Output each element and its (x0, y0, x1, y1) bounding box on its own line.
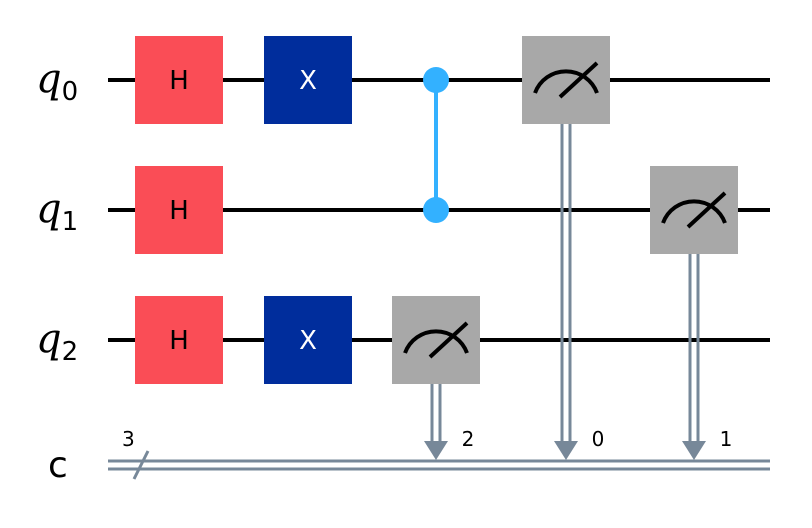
x-gate-q0 (264, 36, 352, 124)
measure-gate-q2 (392, 296, 480, 384)
qubit-label-0: q0 (36, 56, 78, 107)
gate-label: H (169, 66, 189, 96)
gate-label: H (169, 326, 189, 356)
gate-label: X (299, 326, 317, 356)
meter-needle-icon (428, 321, 469, 359)
classical-bundle-slash (132, 450, 150, 480)
meter-arc-icon (533, 69, 599, 94)
classical-register-size: 3 (122, 427, 135, 451)
measure-arrow (554, 441, 578, 460)
qubit-index: 1 (62, 207, 79, 237)
classical-register-label: c (48, 445, 68, 486)
qubit-index: 2 (62, 337, 79, 367)
qubit-label-1: q1 (36, 186, 78, 237)
measure-arrow (682, 441, 706, 460)
measure-arrow (424, 441, 448, 460)
qubit-index: 0 (62, 77, 79, 107)
clbit-index: 1 (720, 427, 733, 451)
gate-label: X (299, 66, 317, 96)
meter-needle-icon (686, 191, 727, 229)
h-gate-q0 (135, 36, 223, 124)
h-gate-q1 (135, 166, 223, 254)
meter-arc-icon (661, 199, 727, 224)
clbit-index: 0 (592, 427, 605, 451)
cz-control-dot (423, 197, 449, 223)
meter-arc-icon (403, 329, 469, 354)
qubit-label-2: q2 (36, 316, 78, 367)
measure-gate-q1 (650, 166, 738, 254)
meter-needle-icon (558, 61, 599, 99)
clbit-index: 2 (462, 427, 475, 451)
h-gate-q2 (135, 296, 223, 384)
x-gate-q2 (264, 296, 352, 384)
cz-control-dot (423, 67, 449, 93)
measure-gate-q0 (522, 36, 610, 124)
gate-label: H (169, 196, 189, 226)
